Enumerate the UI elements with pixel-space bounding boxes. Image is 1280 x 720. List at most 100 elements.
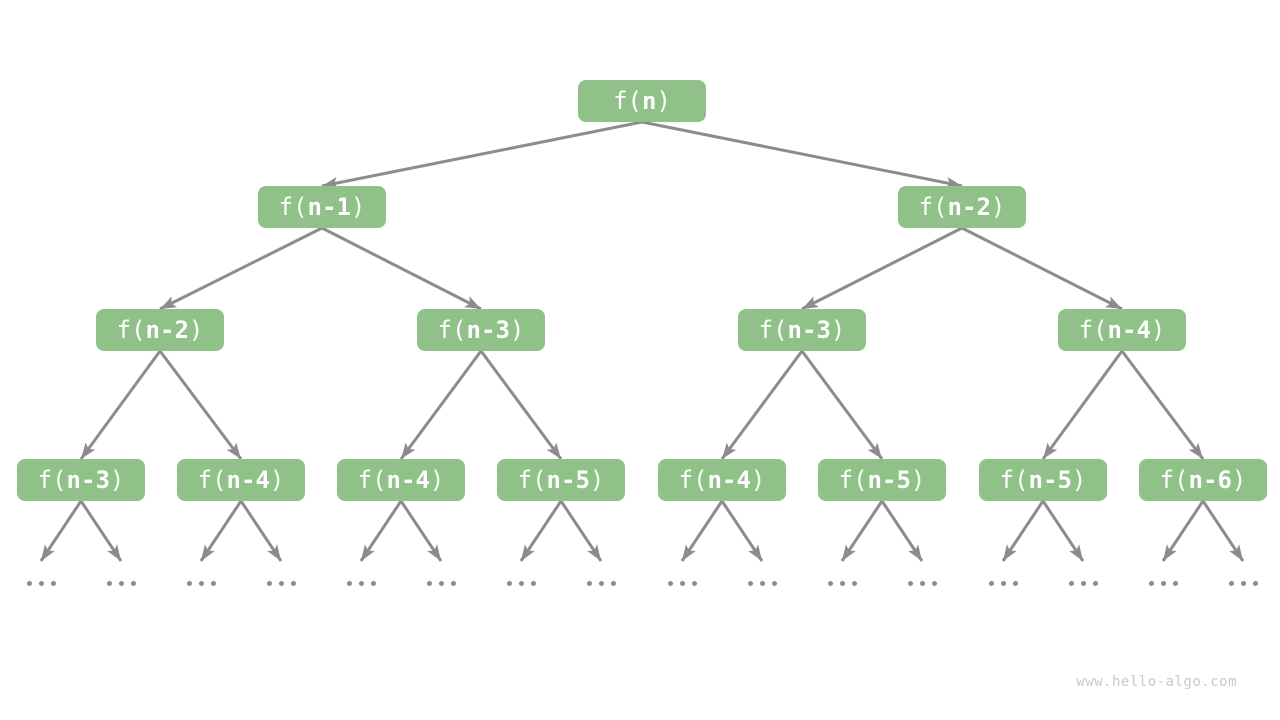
- ellipsis-dot: [668, 581, 673, 586]
- edge-arrow: [680, 500, 724, 562]
- node-label-argument: n-4: [707, 466, 751, 494]
- ellipsis-dot: [51, 581, 56, 586]
- node-label-argument: n-2: [947, 193, 991, 221]
- tree-node: f(n-6): [1139, 459, 1267, 501]
- ellipsis-dot: [760, 581, 765, 586]
- node-label-prefix: f(: [37, 466, 67, 494]
- ellipsis: [908, 581, 937, 586]
- edge-arrow: [321, 120, 643, 189]
- ellipsis-dot: [107, 581, 112, 586]
- ellipsis-dot: [1253, 581, 1258, 586]
- ellipsis-dot: [279, 581, 284, 586]
- tree-node: f(n-2): [96, 309, 224, 351]
- node-label-argument: n-1: [307, 193, 351, 221]
- ellipsis: [27, 581, 56, 586]
- node-label-suffix: ): [1231, 466, 1247, 494]
- ellipsis: [1149, 581, 1178, 586]
- watermark: www.hello-algo.com: [1076, 674, 1237, 690]
- edge-arrow: [239, 500, 283, 562]
- node-label-suffix: ): [589, 466, 605, 494]
- ellipsis-dot: [347, 581, 352, 586]
- edge-arrow: [641, 120, 963, 189]
- ellipsis-dot: [828, 581, 833, 586]
- edge-arrow: [1201, 500, 1245, 562]
- edge-arrow: [800, 350, 884, 460]
- edge-arrow: [199, 500, 243, 562]
- tree-node: f(n-4): [658, 459, 786, 501]
- ellipsis: [668, 581, 697, 586]
- ellipsis-dot: [291, 581, 296, 586]
- edge-arrow: [158, 350, 243, 460]
- edge-arrow: [720, 350, 804, 460]
- tree-node: f(n-3): [417, 309, 545, 351]
- ellipsis-dot: [1229, 581, 1234, 586]
- ellipsis-dot: [427, 581, 432, 586]
- edge-arrow: [880, 500, 924, 562]
- edge-arrow: [359, 500, 403, 562]
- node-label-suffix: ): [109, 466, 125, 494]
- node-label-suffix: ): [910, 466, 926, 494]
- ellipsis-dot: [359, 581, 364, 586]
- tree-node: f(n-5): [497, 459, 625, 501]
- edge-arrow: [1041, 500, 1085, 562]
- edge-arrow: [961, 226, 1123, 311]
- node-label-suffix: ): [750, 466, 766, 494]
- node-label-prefix: f(: [999, 466, 1029, 494]
- tree-node: f(n): [578, 80, 706, 122]
- node-label-argument: n: [642, 87, 657, 115]
- edge-arrow: [1120, 350, 1205, 460]
- ellipsis-dot: [908, 581, 913, 586]
- edge-arrow: [39, 500, 83, 562]
- node-label-argument: n-2: [145, 316, 189, 344]
- tree-node: f(n-2): [898, 186, 1026, 228]
- edge-arrow: [321, 226, 482, 311]
- ellipsis-dot: [1161, 581, 1166, 586]
- ellipsis-dot: [932, 581, 937, 586]
- edge-arrow: [720, 500, 764, 562]
- ellipsis-dot: [187, 581, 192, 586]
- tree-node: f(n-4): [337, 459, 465, 501]
- node-label-prefix: f(: [1159, 466, 1189, 494]
- ellipsis-dot: [680, 581, 685, 586]
- ellipsis: [828, 581, 857, 586]
- node-label-argument: n-6: [1188, 466, 1232, 494]
- ellipsis-dot: [267, 581, 272, 586]
- ellipsis: [989, 581, 1018, 586]
- ellipsis-dot: [692, 581, 697, 586]
- ellipsis-dot: [1241, 581, 1246, 586]
- node-label-prefix: f(: [918, 193, 948, 221]
- ellipsis-dot: [211, 581, 216, 586]
- node-label-suffix: ): [1150, 316, 1166, 344]
- edge-arrow: [519, 500, 563, 562]
- ellipsis-dot: [371, 581, 376, 586]
- node-label-prefix: f(: [517, 466, 547, 494]
- ellipsis-dot: [1173, 581, 1178, 586]
- ellipsis: [1069, 581, 1098, 586]
- node-label-argument: n-5: [867, 466, 911, 494]
- ellipsis: [507, 581, 536, 586]
- edge-arrow: [840, 500, 884, 562]
- ellipsis-dot: [1093, 581, 1098, 586]
- node-label-prefix: f(: [758, 316, 788, 344]
- node-label-prefix: f(: [278, 193, 308, 221]
- ellipsis-dot: [439, 581, 444, 586]
- node-label-argument: n-5: [1028, 466, 1072, 494]
- ellipsis-dot: [1149, 581, 1154, 586]
- ellipsis-dot: [507, 581, 512, 586]
- edge-arrow: [559, 500, 603, 562]
- ellipsis: [107, 581, 136, 586]
- node-label-suffix: ): [830, 316, 846, 344]
- ellipsis: [427, 581, 456, 586]
- ellipsis-dot: [119, 581, 124, 586]
- ellipsis-dot: [451, 581, 456, 586]
- node-label-suffix: ): [269, 466, 285, 494]
- node-label-suffix: ): [1071, 466, 1087, 494]
- ellipsis: [347, 581, 376, 586]
- node-label-argument: n-5: [546, 466, 590, 494]
- ellipsis: [587, 581, 616, 586]
- ellipsis-dot: [1069, 581, 1074, 586]
- tree-node: f(n-4): [177, 459, 305, 501]
- node-label-prefix: f(: [613, 87, 642, 115]
- ellipsis-dot: [611, 581, 616, 586]
